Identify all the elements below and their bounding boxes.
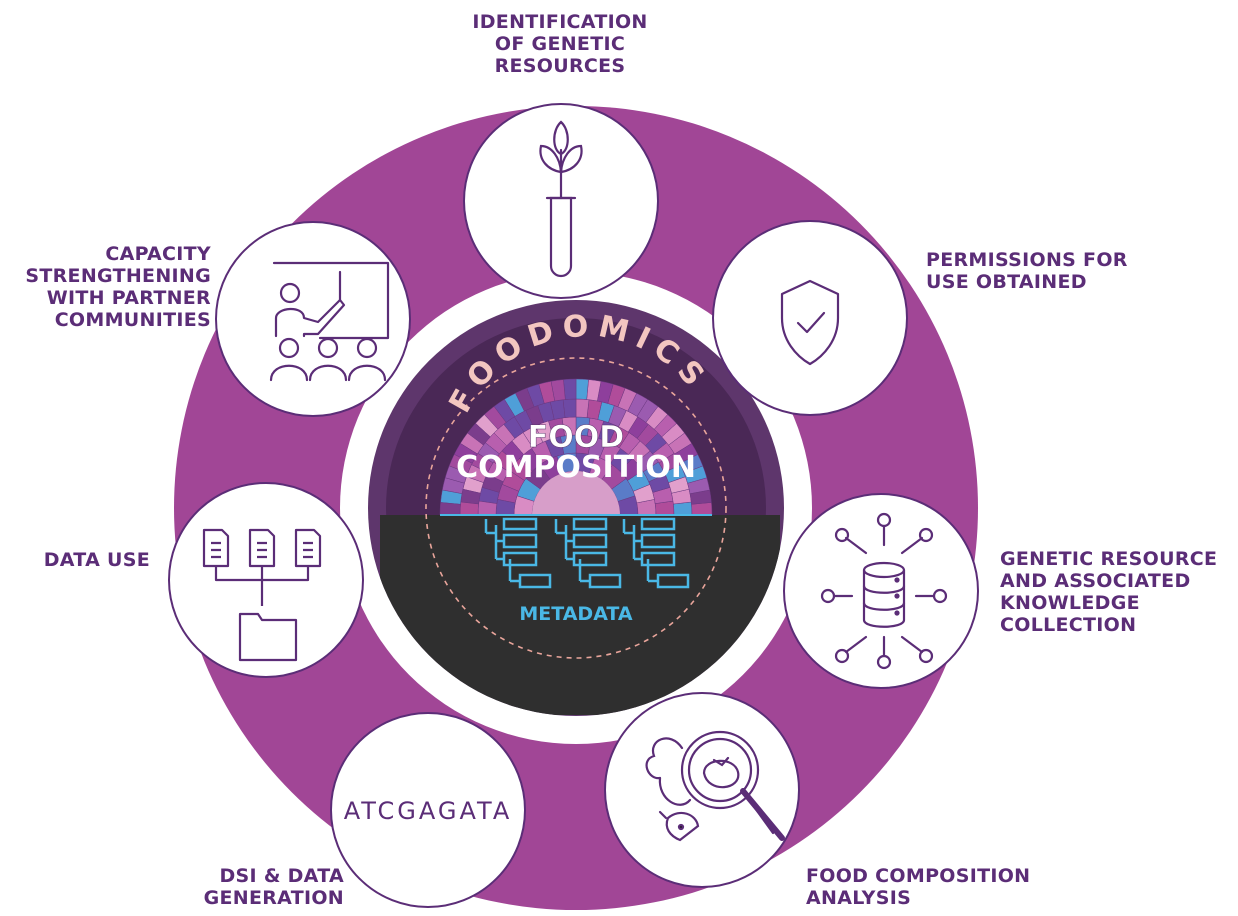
- label-collection: GENETIC RESOURCE AND ASSOCIATED KNOWLEDG…: [1000, 548, 1236, 636]
- database-network-icon: [820, 512, 948, 670]
- sunburst-segment: [563, 378, 577, 400]
- label-line: KNOWLEDGE: [1000, 592, 1140, 614]
- label-line: GENERATION: [203, 887, 344, 909]
- label-line: RESOURCES: [494, 55, 626, 77]
- label-line: COMMUNITIES: [54, 309, 211, 331]
- step-node-identification: [463, 103, 659, 299]
- foodomics-sunburst: [439, 378, 713, 515]
- label-line: USE OBTAINED: [926, 271, 1087, 293]
- metadata-tree-icons: [484, 517, 690, 589]
- step-node-dsi: ATCGAGATA: [330, 712, 526, 908]
- sunburst-segment: [439, 502, 461, 515]
- shield-check-icon: [780, 279, 840, 366]
- center-title-line2: COMPOSITION: [456, 450, 696, 485]
- label-line: AND ASSOCIATED: [1000, 570, 1191, 592]
- label-line: CAPACITY: [105, 243, 211, 265]
- sunburst-segment: [477, 500, 498, 515]
- sunburst-segment: [575, 378, 589, 400]
- dashed-orbit: [425, 357, 727, 659]
- label-line: FOOD COMPOSITION: [806, 865, 1031, 887]
- sunburst-segment: [575, 398, 590, 418]
- metadata-label: METADATA: [519, 603, 633, 625]
- label-line: WITH PARTNER: [46, 287, 211, 309]
- sunburst-segment: [459, 501, 479, 515]
- step-node-analysis: [604, 692, 800, 888]
- label-identification: IDENTIFICATION OF GENETIC RESOURCES: [460, 11, 660, 77]
- label-line: PERMISSIONS FOR: [926, 249, 1128, 271]
- dna-sequence-icon: ATCGAGATA: [344, 797, 513, 825]
- label-line: COLLECTION: [1000, 614, 1137, 636]
- label-line: OF GENETIC: [494, 33, 626, 55]
- label-line: GENETIC RESOURCE: [1000, 548, 1218, 570]
- label-permissions: PERMISSIONS FOR USE OBTAINED: [926, 249, 1186, 293]
- label-line: IDENTIFICATION: [472, 11, 648, 33]
- label-line: DSI & DATA: [219, 865, 344, 887]
- step-node-capacity: [215, 221, 411, 417]
- sunburst-segment: [691, 502, 713, 515]
- label-line: STRENGTHENING: [25, 265, 211, 287]
- label-line: DATA USE: [43, 549, 150, 571]
- documents-folder-icon: [202, 528, 322, 662]
- label-analysis: FOOD COMPOSITION ANALYSIS: [806, 865, 1066, 909]
- label-line: ANALYSIS: [806, 887, 912, 909]
- label-dsi: DSI & DATA GENERATION: [160, 865, 344, 909]
- step-node-collection: [783, 493, 979, 689]
- step-node-data-use: [168, 482, 364, 678]
- step-node-permissions: [712, 220, 908, 416]
- label-capacity: CAPACITY STRENGTHENING WITH PARTNER COMM…: [0, 243, 211, 331]
- center-disc: [368, 300, 784, 716]
- label-data-use: DATA USE: [20, 549, 150, 571]
- magnifier-vegetables-icon: [645, 730, 785, 842]
- center-title-line1: FOOD: [528, 420, 624, 455]
- presentation-audience-icon: [269, 261, 390, 382]
- plant-test-tube-icon: [539, 120, 583, 278]
